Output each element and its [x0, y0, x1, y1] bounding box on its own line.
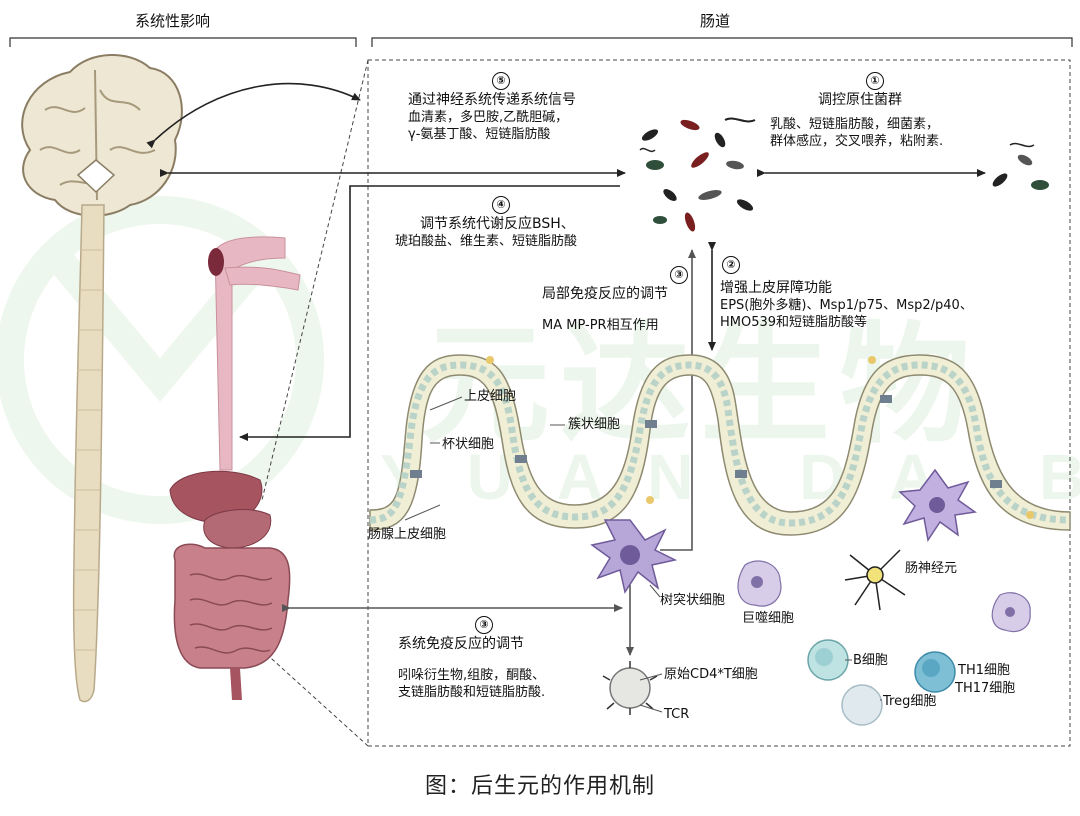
label-b-cell: B细胞 [853, 653, 888, 668]
mechanism-3-systemic-number: ③ [475, 616, 493, 634]
label-macrophage: 巨噬细胞 [742, 611, 795, 626]
macrophage-2-graphic [991, 592, 1031, 633]
arrow-local-immune [660, 249, 696, 551]
figure-caption: 图：后生元的作用机制 [424, 774, 655, 799]
mechanism-1-number: ① [866, 72, 884, 90]
mechanism-5-number: ⑤ [492, 72, 510, 90]
mechanism-3-systemic-line-1: 吲哚衍生物,组胺，酮酸、 [398, 668, 546, 683]
label-goblet-cell: 杯状细胞 [442, 437, 495, 452]
header-systemic: 系统性影响 [135, 12, 211, 30]
b-cell-graphic [807, 639, 849, 681]
arrow-brain-curve [146, 82, 361, 149]
dendritic-cell-graphic [590, 519, 678, 594]
mechanism-4-block: 调节系统代谢反应BSH、 琥珀酸盐、维生素、短链脂肪酸 [395, 216, 577, 250]
mechanism-5-title: 通过神经系统传递系统信号 [408, 92, 576, 108]
zoom-line-top [261, 59, 369, 501]
mechanism-5-line-1: 血清素，多巴胺,乙酰胆碱， [408, 110, 569, 125]
mechanism-5-block: 通过神经系统传递系统信号 血清素，多巴胺,乙酰胆碱， γ-氨基丁酸、短链脂肪酸 [408, 92, 576, 143]
label-tcr: TCR [664, 707, 690, 722]
mechanism-1-title: 调控原住菌群 [818, 92, 902, 108]
mechanism-4-number: ④ [492, 196, 510, 214]
naive-t-cell-graphic [602, 661, 658, 715]
mechanism-1-block: 乳酸、短链脂肪酸，细菌素， 群体感应，交叉喂养，粘附素. [770, 116, 943, 150]
mechanism-2-line-2: HMO539和短链脂肪酸等 [720, 315, 868, 330]
mechanism-2-block: 增强上皮屏障功能 EPS(胞外多糖)、Msp1/p75、Msp2/p40、 HM… [720, 280, 973, 331]
label-naive-t-cell: 原始CD4*T细胞 [664, 667, 758, 682]
bracket-systemic [9, 37, 357, 47]
brain-graphic [21, 54, 183, 217]
label-epithelial-cell: 上皮细胞 [464, 389, 517, 404]
mechanism-3-systemic-title: 系统免疫反应的调节 [398, 636, 524, 652]
mechanism-5-line-2: γ-氨基丁酸、短链脂肪酸 [408, 127, 551, 142]
label-treg-cell: Treg细胞 [883, 694, 937, 709]
neuron-graphic [844, 549, 906, 611]
microbes-graphic [639, 117, 1049, 232]
mechanism-3-local-block: 局部免疫反应的调节 MA MP-PR相互作用 [542, 286, 668, 334]
mechanism-4-title: 调节系统代谢反应BSH、 [420, 216, 575, 232]
label-dendritic-cell: 树突状细胞 [660, 593, 726, 608]
mechanism-3-local-line-1: MA MP-PR相互作用 [542, 318, 659, 333]
mechanism-2-line-1: EPS(胞外多糖)、Msp1/p75、Msp2/p40、 [720, 298, 973, 313]
mechanism-1-title-block: 调控原住菌群 [818, 92, 902, 109]
spinal-cord-graphic [72, 204, 105, 703]
label-th17-cell: TH17细胞 [955, 681, 1016, 696]
label-enteric-neuron: 肠神经元 [905, 561, 958, 576]
mechanism-2-title: 增强上皮屏障功能 [720, 280, 832, 296]
mechanism-3-local-title: 局部免疫反应的调节 [542, 286, 668, 302]
treg-cell-graphic [841, 684, 883, 726]
th-cell-graphic [914, 651, 956, 693]
mechanism-2-number: ② [722, 256, 740, 274]
arrow-metabolic [239, 185, 620, 441]
label-tuft-cell: 簇状细胞 [568, 417, 621, 432]
epithelium-graphic [369, 354, 1071, 536]
bracket-gut [371, 37, 1073, 47]
label-crypt-cell: 肠腺上皮细胞 [368, 527, 447, 542]
mechanism-4-line-1: 琥珀酸盐、维生素、短链脂肪酸 [395, 234, 578, 249]
gut-panel [367, 59, 1071, 747]
label-th1-cell: TH1细胞 [958, 663, 1010, 678]
mechanism-3-local-number: ③ [670, 266, 688, 284]
header-gut: 肠道 [700, 12, 731, 30]
zoom-line-bottom [261, 649, 369, 747]
mechanism-1-line-2: 群体感应，交叉喂养，粘附素. [770, 134, 944, 149]
mechanism-1-line-1: 乳酸、短链脂肪酸，细菌素， [770, 117, 940, 132]
mechanism-3-systemic-block: 系统免疫反应的调节 吲哚衍生物,组胺，酮酸、 支链脂肪酸和短链脂肪酸. [398, 636, 545, 701]
dendritic-cell-2-graphic [898, 468, 977, 542]
macrophage-graphic [737, 560, 782, 607]
mechanism-3-systemic-line-2: 支链脂肪酸和短链脂肪酸. [398, 685, 546, 700]
